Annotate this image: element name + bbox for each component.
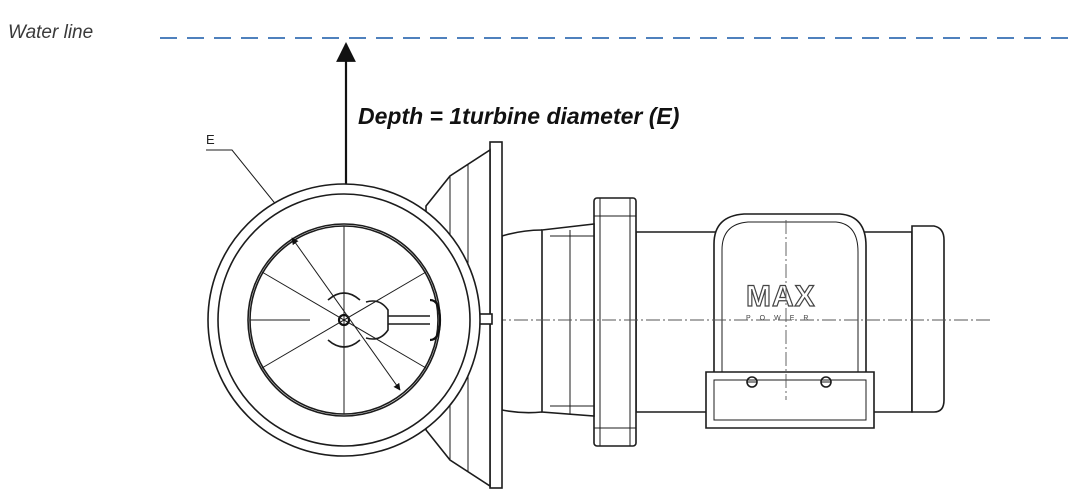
diameter-arrow <box>291 237 401 391</box>
motor-cover: MAX POWER <box>705 213 875 429</box>
diameter-mark-label: E <box>206 132 215 147</box>
depth-label: Depth = 1turbine diameter (E) <box>358 103 679 129</box>
diameter-leader <box>206 149 291 223</box>
water-line-label: Water line <box>8 22 93 43</box>
tunnel-propeller <box>207 183 481 457</box>
logo-subtext: POWER <box>746 315 817 322</box>
logo-mark: MAX <box>746 280 816 313</box>
